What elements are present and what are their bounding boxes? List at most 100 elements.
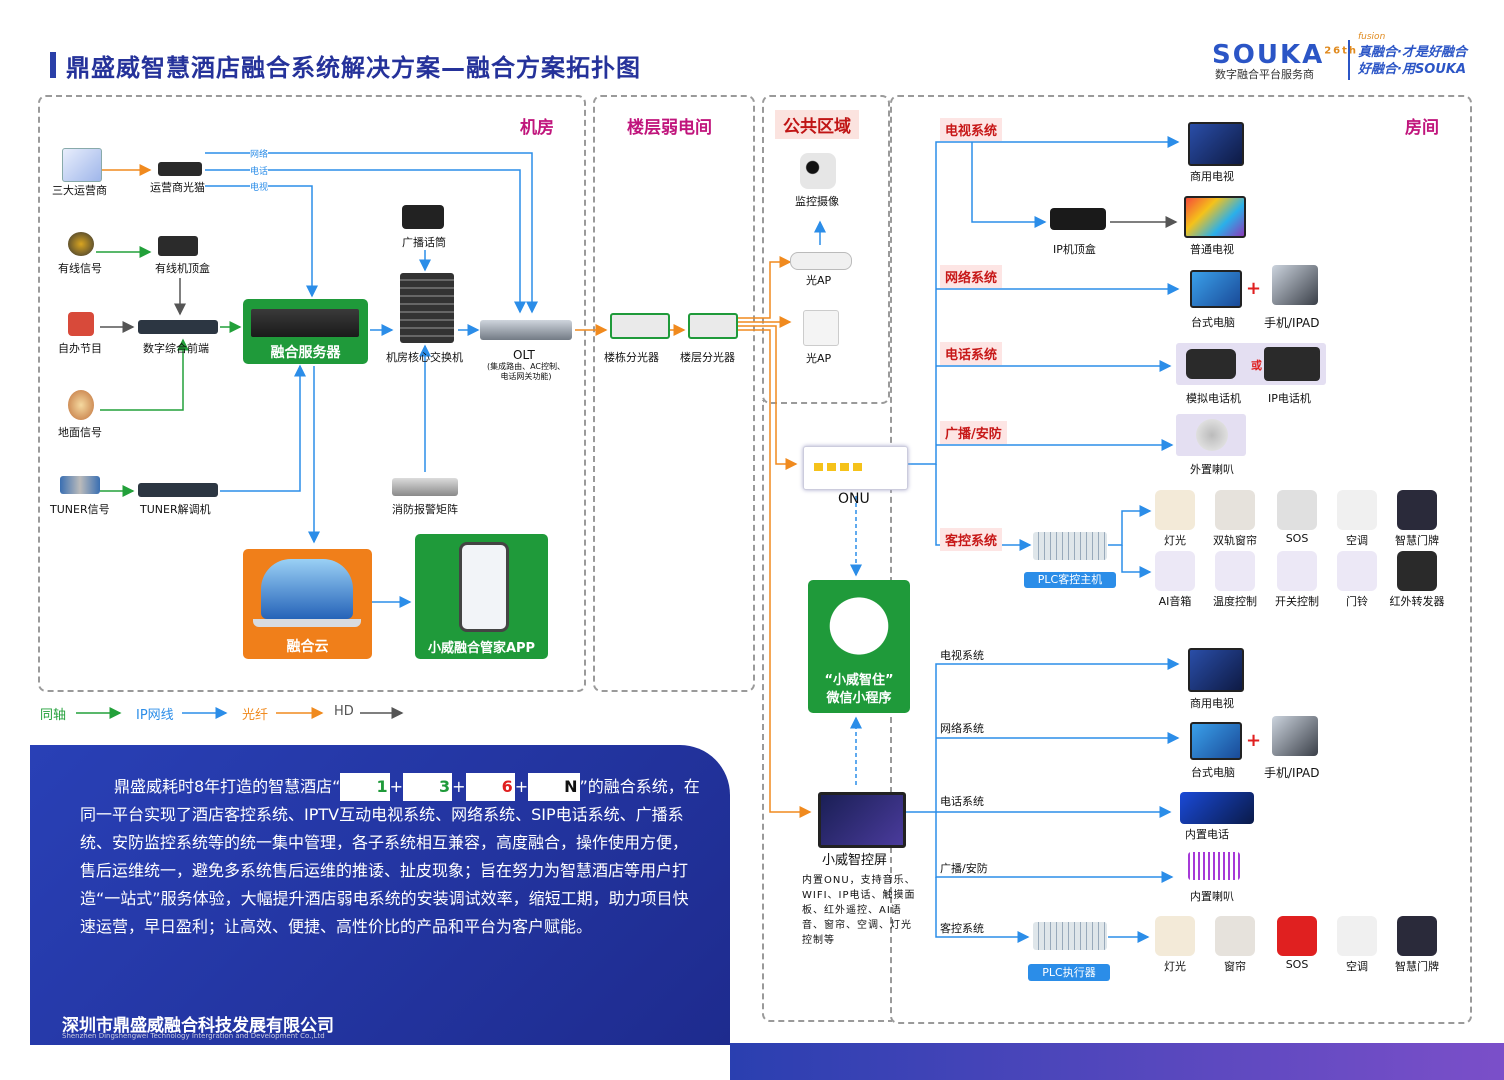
line-label-phone: 电话 <box>250 164 269 177</box>
fusion-cloud-label: 融合云 <box>286 639 329 655</box>
modem-icon <box>158 162 202 176</box>
cable-signal-label: 有线信号 <box>58 262 102 275</box>
control-item-label: AI音箱 <box>1158 595 1192 608</box>
control-item-icon <box>1155 551 1195 591</box>
intro-after: ”的融合系统，在同一平台实现了酒店客控系统、IPTV互动电视系统、网络系统、SI… <box>80 777 700 936</box>
builtin-phone-icon <box>1180 792 1254 824</box>
ground-signal-icon <box>68 390 94 420</box>
room2-desktop-label: 台式电脑 <box>1191 766 1235 779</box>
brand-divider <box>1348 40 1350 80</box>
plc-host-label: PLC客控主机 <box>1024 572 1116 588</box>
page-title: 鼎盛威智慧酒店融合系统解决方案—融合方案拓扑图 <box>66 54 641 82</box>
smart-screen-desc: 内置ONU，支持音乐、WIFI、IP电话、触摸面板、红外遥控、AI语音、窗帘、空… <box>802 875 916 946</box>
room2-tv-icon <box>1188 648 1244 692</box>
control-item-icon <box>1215 916 1255 956</box>
fusion-cloud[interactable]: 融合云 <box>243 549 372 659</box>
commercial-tv-icon <box>1188 122 1244 166</box>
desktop-label: 台式电脑 <box>1191 316 1235 329</box>
control-item-label: 灯光 <box>1164 960 1186 973</box>
control-item-icon <box>1155 916 1195 956</box>
room2-tv-system: 电视系统 <box>940 649 984 662</box>
desktop-icon <box>1190 270 1242 308</box>
normal-tv-icon <box>1184 196 1246 238</box>
plus-icon: + <box>1246 278 1262 299</box>
room2-plus-icon: + <box>1246 730 1262 751</box>
room-broadcast-system: 广播/安防 <box>940 421 1007 444</box>
legend-fiber: 光纤 <box>242 708 269 723</box>
operators-icon <box>62 148 102 182</box>
mini-program-line-1: “小威智住” <box>824 673 894 688</box>
mini-program[interactable]: “小威智住” 微信小程序 <box>808 580 910 713</box>
room2-tv-label: 商用电视 <box>1190 697 1234 710</box>
room2-broadcast-system: 广播/安防 <box>940 862 988 875</box>
builtin-phone-label: 内置电话 <box>1185 828 1229 841</box>
speaker-icon <box>1196 419 1228 451</box>
control-item-icon <box>1155 490 1195 530</box>
phone-ipad-icon <box>1272 265 1318 305</box>
control-item-icon <box>1215 490 1255 530</box>
control-item-label: 空调 <box>1346 960 1368 973</box>
phone-panel <box>1176 343 1326 385</box>
room2-desktop-icon <box>1190 722 1242 760</box>
brand-name: SOUKA <box>1212 40 1325 70</box>
broadcast-mic-label: 广播话筒 <box>402 236 446 249</box>
fire-matrix-icon <box>392 478 458 496</box>
control-item-label: SOS <box>1285 958 1309 971</box>
fusion-server-label: 融合服务器 <box>270 345 341 361</box>
company-name: 深圳市鼎盛威融合科技发展有限公司 <box>62 1016 334 1036</box>
control-item-icon <box>1337 916 1377 956</box>
plc-exec-icon <box>1033 922 1107 950</box>
operators-label: 三大运营商 <box>52 184 107 197</box>
room2-net-system: 网络系统 <box>940 722 984 735</box>
self-program-label: 自办节目 <box>58 342 102 355</box>
cloud-icon <box>261 559 353 619</box>
mini-program-phone-icon <box>818 586 900 666</box>
control-item-label: 灯光 <box>1164 534 1186 547</box>
ap1-label: 光AP <box>806 274 832 287</box>
control-item-label: SOS <box>1285 532 1309 545</box>
olt-icon <box>480 320 572 340</box>
legend-coax: 同轴 <box>40 708 67 723</box>
zone-label-room: 房间 <box>1405 118 1439 138</box>
intro-before: 鼎盛威耗时8年打造的智慧酒店“ <box>114 777 341 796</box>
brand-fusion-tag: fusion <box>1358 32 1386 42</box>
title-accent-bar <box>50 52 56 78</box>
room-net-system: 网络系统 <box>940 265 1003 288</box>
fusion-server[interactable]: 融合服务器 <box>243 299 368 364</box>
camera-icon <box>800 153 836 189</box>
line-label-net: 网络 <box>250 147 269 160</box>
brand-subtitle: 数字融合平台服务商 <box>1215 68 1314 81</box>
room-control-system: 客控系统 <box>940 528 1003 551</box>
control-item-icon <box>1337 551 1377 591</box>
zone-room <box>890 95 1472 1024</box>
control-item-label: 门铃 <box>1346 595 1368 608</box>
control-item-icon <box>1277 551 1317 591</box>
butler-app[interactable]: 小威融合管家APP <box>415 534 548 659</box>
brand-badge: 26th <box>1324 45 1359 57</box>
phone-ipad-label: 手机/IPAD <box>1264 316 1320 330</box>
ap2-icon <box>803 310 839 346</box>
intro-num-1: 1 <box>340 773 390 801</box>
digital-frontend-icon <box>138 320 218 334</box>
slogan-line-1: 真融合·才是好融合 <box>1358 45 1467 60</box>
mini-program-line-2: 微信小程序 <box>826 691 892 706</box>
line-label-tv: 电视 <box>250 180 269 193</box>
server-icon <box>251 309 359 337</box>
control-item-label: 红外转发器 <box>1389 595 1445 608</box>
company-name-en: Shenzhen Dingshengwei Technology Intergr… <box>62 1032 325 1040</box>
onu-ports <box>814 463 864 471</box>
floor-splitter-icon <box>688 313 738 339</box>
or-label: 或 <box>1251 359 1262 372</box>
broadcast-mic-icon <box>402 205 444 229</box>
builtin-speaker-label: 内置喇叭 <box>1190 890 1234 903</box>
control-item-icon <box>1277 490 1317 530</box>
phone-app-icon <box>459 542 509 632</box>
control-item-label: 空调 <box>1346 534 1368 547</box>
slogan-line-2: 好融合·用SOUKA <box>1358 62 1467 77</box>
laptop-base-icon <box>253 619 361 627</box>
core-switch-icon <box>400 273 454 343</box>
control-item-label: 开关控制 <box>1275 595 1319 608</box>
intro-num-3: 3 <box>403 773 453 801</box>
intro-num-n: N <box>528 773 580 801</box>
